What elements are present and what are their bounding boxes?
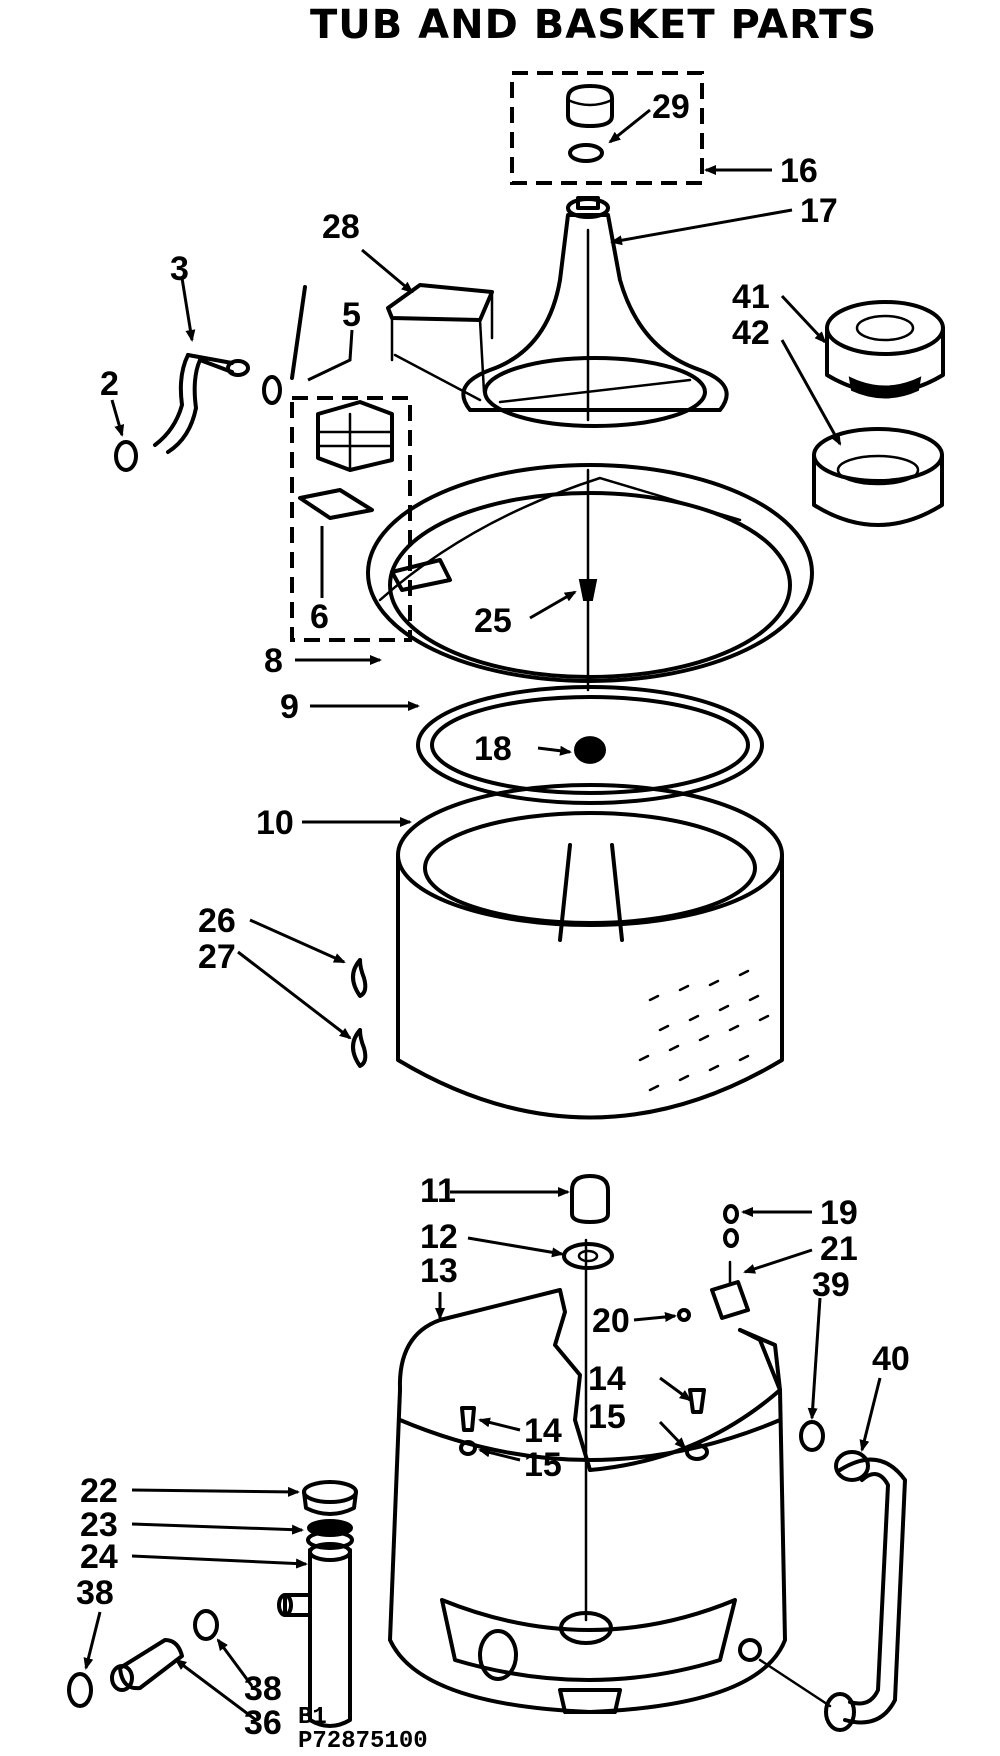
- part-8-dashed-group: [290, 396, 412, 642]
- part-9-gasket: [416, 685, 764, 805]
- label-40: 40: [872, 1340, 910, 1378]
- part-28-dispenser-cover: [386, 283, 494, 402]
- label-11: 11: [420, 1172, 456, 1210]
- part-24-pipe: [277, 1542, 352, 1728]
- part-20-washer: [677, 1308, 691, 1322]
- part-clip: [262, 285, 307, 405]
- footer-code-line2: P72875100: [298, 1728, 428, 1755]
- part-15-washer-left: [459, 1440, 477, 1456]
- label-29: 29: [652, 88, 690, 126]
- part-13-outer-tub: [388, 1238, 787, 1714]
- diagram-title: TUB AND BASKET PARTS: [310, 2, 878, 48]
- label-14-right: 14: [588, 1360, 626, 1398]
- label-23: 23: [80, 1506, 118, 1544]
- label-5: 5: [342, 296, 361, 334]
- label-42: 42: [732, 314, 770, 352]
- part-21-fitting: [710, 1260, 750, 1320]
- label-19: 19: [820, 1194, 858, 1232]
- part-2-clamp: [114, 440, 138, 472]
- part-41-cap: [825, 300, 945, 399]
- label-24: 24: [80, 1538, 118, 1576]
- label-26: 26: [198, 902, 236, 940]
- part-3-fill-hose: [153, 353, 250, 454]
- part-39-clamp: [799, 1420, 825, 1452]
- label-8: 8: [264, 642, 283, 680]
- part-22-coupling: [302, 1480, 358, 1516]
- part-38-clamp-left: [67, 1672, 93, 1708]
- label-22: 22: [80, 1472, 118, 1510]
- label-3: 3: [170, 250, 189, 288]
- label-16: 16: [780, 152, 818, 190]
- footer-code-line1: B1: [298, 1704, 327, 1731]
- part-42-seal: [812, 427, 944, 527]
- label-13: 13: [420, 1252, 458, 1290]
- label-10: 10: [256, 804, 294, 842]
- part-36-connector-hose: [110, 1638, 184, 1692]
- part-19-o-ring: [723, 1204, 739, 1248]
- leader-lines: [83, 108, 882, 1722]
- label-9: 9: [280, 688, 299, 726]
- part-23-spring: [306, 1519, 354, 1550]
- label-21: 21: [820, 1230, 858, 1268]
- label-41: 41: [732, 278, 770, 316]
- part-26-clip: [351, 958, 368, 998]
- label-17: 17: [800, 192, 838, 230]
- part-25-tub-ring: [366, 463, 814, 692]
- label-18: 18: [474, 730, 512, 768]
- part-14-screw-right: [688, 1388, 706, 1414]
- part-16-dashed-group: [510, 71, 704, 185]
- part-14-screw-left: [460, 1406, 476, 1432]
- part-11-nut: [570, 1174, 610, 1224]
- label-38-left: 38: [76, 1574, 114, 1612]
- label-39: 39: [812, 1266, 850, 1304]
- label-6: 6: [310, 598, 329, 636]
- label-38-right: 38: [244, 1670, 282, 1708]
- part-10-basket: [396, 783, 784, 1120]
- part-15-washer-right: [685, 1443, 709, 1461]
- label-27: 27: [198, 938, 236, 976]
- part-40-drain-hose: [738, 1450, 907, 1732]
- label-12: 12: [420, 1218, 458, 1256]
- label-28: 28: [322, 208, 360, 246]
- part-27-clip: [351, 1028, 368, 1068]
- part-38-clamp-right: [193, 1609, 219, 1641]
- label-15-left: 15: [524, 1446, 562, 1484]
- label-20: 20: [592, 1302, 630, 1340]
- label-36: 36: [244, 1704, 282, 1742]
- label-14-left: 14: [524, 1412, 562, 1450]
- part-17-agitator: [461, 196, 729, 428]
- label-2: 2: [100, 365, 119, 403]
- label-15-right: 15: [588, 1398, 626, 1436]
- label-25: 25: [474, 602, 512, 640]
- part-number-labels: 29 16 17 28 3 5 2 41 42 25 6 8 9 18 10 2…: [76, 88, 910, 1742]
- part-12-washer: [562, 1242, 614, 1270]
